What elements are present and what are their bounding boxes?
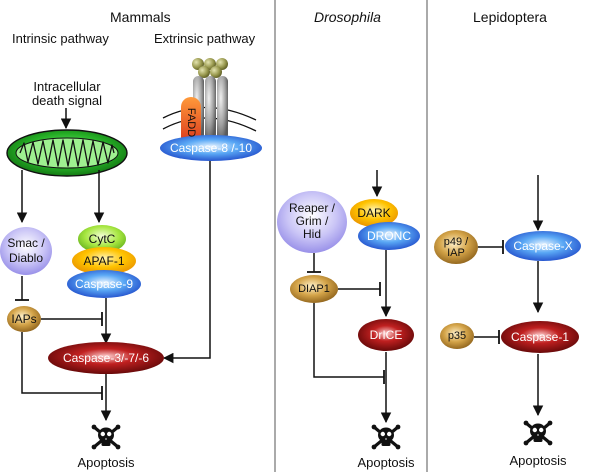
death-signal-label-1: Intracellular: [33, 79, 101, 94]
apoptosis-label-mammals: Apoptosis: [77, 455, 135, 470]
apoptosis-label-lepidoptera: Apoptosis: [509, 453, 567, 468]
iaps-label: IAPs: [11, 311, 37, 326]
skull-crossbones-icon: [89, 423, 123, 451]
drice-label: DrICE: [369, 327, 403, 342]
caspase-3-7-6-node: [48, 342, 164, 374]
smac-diablo-node: [0, 227, 52, 275]
p49-label-1: p49 /: [443, 236, 469, 248]
mitochondrion-icon: [6, 129, 128, 177]
caspase-9-node: [67, 270, 141, 298]
rhg-label-2: Grim /: [295, 214, 329, 228]
caspase-3-7-6-label: Caspase-3/-7/-6: [62, 350, 150, 365]
apaf1-node: [72, 247, 136, 275]
rhg-label-3: Hid: [302, 227, 321, 241]
drice-node: [358, 319, 414, 351]
intrinsic-pathway-label: Intrinsic pathway: [12, 31, 109, 46]
p49-label-2: IAP: [447, 247, 465, 259]
p35-node: [440, 323, 474, 349]
smac-label-2: Diablo: [8, 250, 44, 265]
arrow-c8-to-c3: [162, 160, 211, 364]
column-title-drosophila: Drosophila: [314, 9, 381, 25]
caspase-x-node: [505, 231, 581, 261]
inhibit-iaps-apoptosis: [21, 332, 102, 394]
dark-node: [350, 199, 398, 227]
apoptosis-label-drosophila: Apoptosis: [357, 455, 415, 470]
caspase-9-label: Caspase-9: [74, 276, 134, 291]
dronc-node: [358, 222, 420, 250]
diap1-node: [290, 275, 338, 303]
column-title-mammals: Mammals: [110, 9, 171, 25]
iaps-node: [7, 306, 41, 332]
diap1-label: DIAP1: [298, 282, 330, 295]
dark-label: DARK: [357, 205, 391, 220]
extrinsic-pathway-label: Extrinsic pathway: [154, 31, 256, 46]
caspase-x-label: Caspase-X: [513, 238, 573, 253]
inhibit-diap1-apoptosis: [313, 303, 384, 378]
cytc-label: CytC: [88, 231, 116, 246]
cytc-node: [78, 225, 126, 253]
column-title-lepidoptera: Lepidoptera: [473, 9, 547, 25]
death-signal-label-2: death signal: [31, 93, 103, 108]
fadd-node: [181, 97, 201, 147]
caspase-8-10-node: [160, 135, 262, 161]
caspase-8-10-label: Caspase-8 /-10: [169, 140, 253, 155]
fadd-label: FADD: [185, 107, 198, 137]
skull-crossbones-icon: [370, 423, 402, 451]
p49-iap-node: [434, 230, 478, 264]
smac-label-1: Smac /: [7, 235, 45, 250]
skull-crossbones-icon: [521, 419, 555, 447]
apaf1-label: APAF-1: [83, 253, 125, 268]
reaper-grim-hid-node: [277, 191, 347, 253]
rhg-label-1: Reaper /: [288, 201, 336, 215]
dronc-label: DRONC: [367, 228, 411, 243]
p35-label: p35: [447, 329, 467, 342]
caspase-1-label: Caspase-1: [510, 329, 570, 344]
caspase-1-node: [501, 321, 579, 353]
